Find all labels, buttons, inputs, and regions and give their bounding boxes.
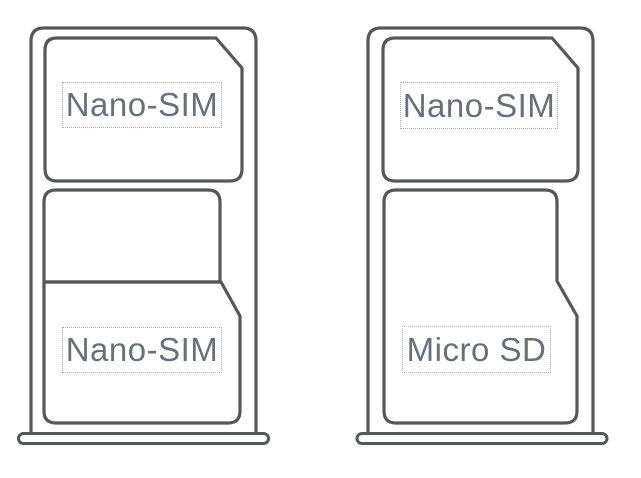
left-tray-body-outline <box>29 26 258 436</box>
right-tray-body-outline <box>366 26 595 436</box>
left-tray-bottom-slot-label: Nano-SIM <box>62 327 222 373</box>
left-tray-top-nano-sim-slot <box>43 36 244 183</box>
right-tray-top-slot-label: Nano-SIM <box>400 82 558 129</box>
left-tray-microsd-slot-upper-outline <box>42 188 222 284</box>
right-tray-microsd-card <box>382 188 579 425</box>
left-tray-base-lip <box>17 432 270 445</box>
left-tray-bottom-nano-sim-card <box>42 280 242 425</box>
right-tray <box>355 26 609 445</box>
left-tray <box>17 26 270 445</box>
right-tray-base-lip <box>355 432 609 445</box>
left-tray-top-slot-label: Nano-SIM <box>62 82 222 128</box>
right-tray-bottom-slot-label: Micro SD <box>402 326 551 373</box>
right-tray-top-nano-sim-slot <box>381 36 580 183</box>
